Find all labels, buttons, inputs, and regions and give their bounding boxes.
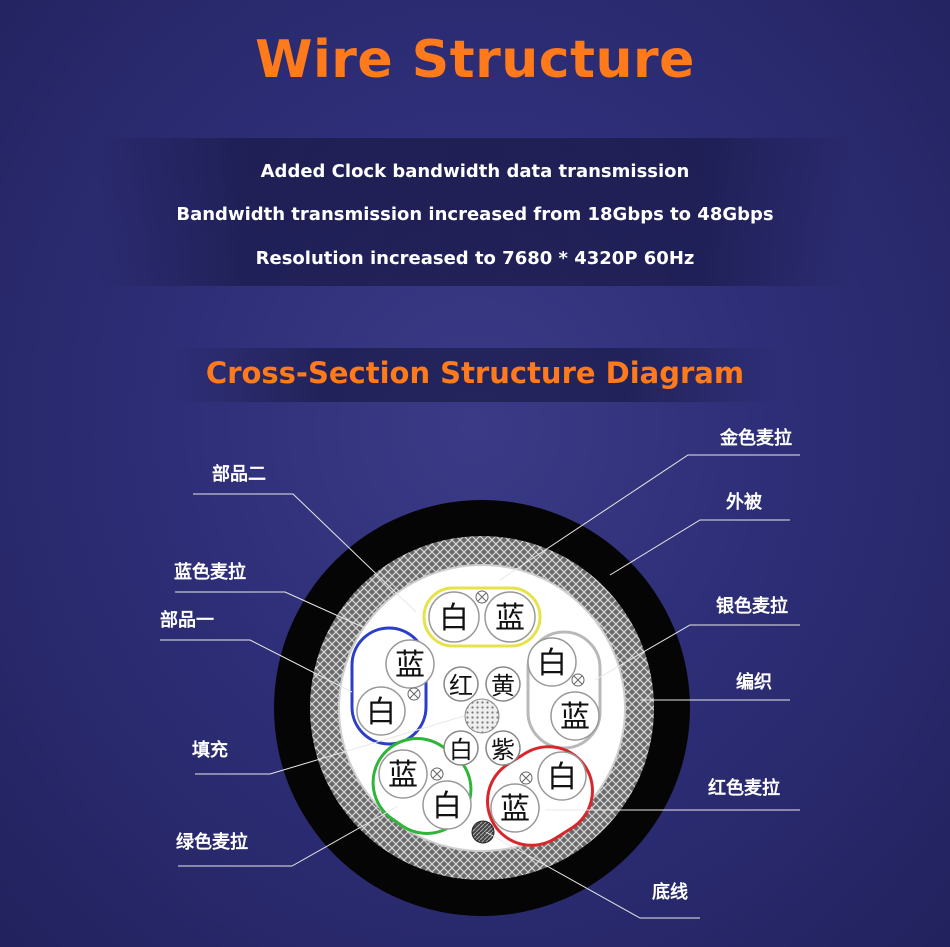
blue-pair-blue-label: 蓝 [395, 648, 425, 683]
gold-pair-white-label: 白 [439, 601, 469, 636]
label-filler: 填充 [192, 739, 228, 761]
section-subtitle: Cross-Section Structure Diagram [205, 356, 745, 390]
silver-mylar-pair: 白 蓝 [526, 630, 602, 750]
red-pair-white-label: 白 [547, 760, 577, 795]
gold-mylar-pair: 白 蓝 [422, 586, 542, 648]
gold-pair-blue-label: 蓝 [495, 601, 525, 636]
label-braid: 编织 [736, 671, 772, 693]
leader-lines [160, 454, 800, 919]
feature-line-2: Bandwidth transmission increased from 18… [176, 204, 774, 225]
red-mylar-pair: 白 蓝 [486, 745, 594, 847]
label-silver-mylar: 银色麦拉 [716, 595, 788, 617]
features-band [95, 138, 855, 286]
label-blue-mylar: 蓝色麦拉 [174, 561, 246, 583]
blue-pair-white-label: 白 [366, 695, 396, 730]
yellow-conductor-label: 黄 [491, 672, 515, 700]
label-red-mylar: 红色麦拉 [708, 777, 780, 799]
filler-core [464, 698, 500, 734]
red-pair-blue-label: 蓝 [500, 792, 530, 827]
blue-mylar-pair: 蓝 白 [350, 626, 435, 746]
label-drain: 底线 [652, 881, 688, 903]
subtitle-band [170, 348, 780, 402]
silver-pair-blue-label: 蓝 [560, 700, 590, 735]
purple-conductor-label: 紫 [491, 736, 515, 764]
silver-pair-white-label: 白 [537, 646, 567, 681]
label-green-mylar: 绿色麦拉 [176, 831, 248, 853]
page-title: Wire Structure [255, 30, 695, 90]
green-pair-white-label: 白 [432, 789, 462, 824]
feature-line-3: Resolution increased to 7680 * 4320P 60H… [255, 248, 695, 269]
label-jacket: 外被 [726, 491, 763, 513]
center-conductors: 红 黄 白 紫 [443, 666, 521, 766]
red-conductor-label: 红 [449, 672, 473, 700]
label-gold-mylar: 金色麦拉 [719, 427, 792, 449]
feature-line-1: Added Clock bandwidth data transmission [260, 161, 690, 182]
green-mylar-pair: 蓝 白 [371, 737, 473, 835]
white-conductor-label: 白 [449, 736, 473, 764]
label-part2: 部品二 [212, 463, 266, 485]
label-part1: 部品一 [160, 609, 214, 631]
drain-wire [471, 820, 495, 844]
green-pair-blue-label: 蓝 [388, 758, 418, 793]
